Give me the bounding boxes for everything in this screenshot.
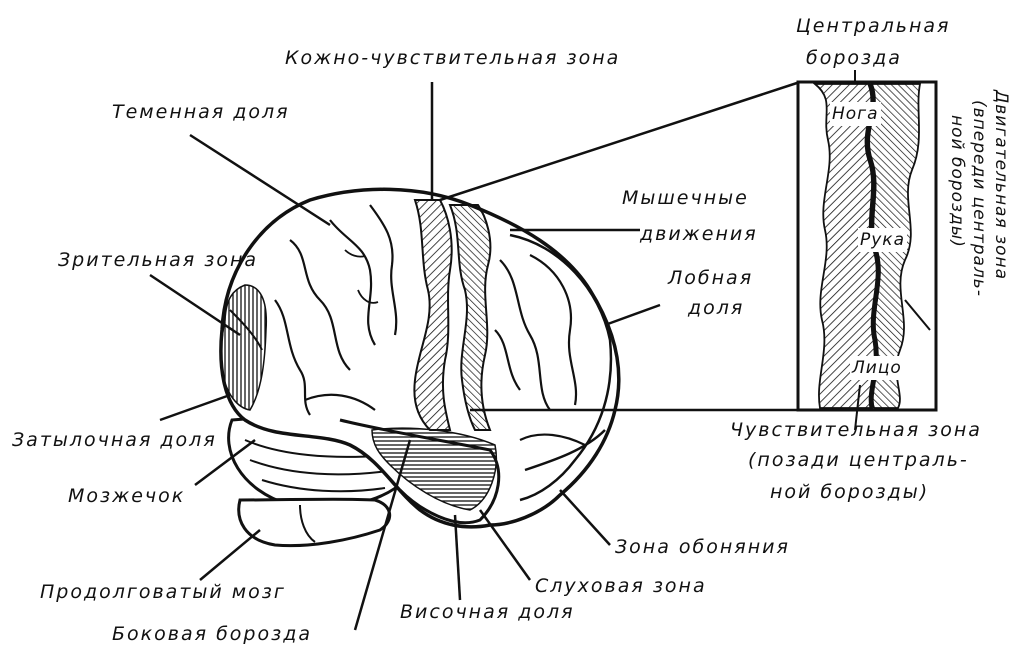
label-muscle-movement-line1: Мышечные xyxy=(622,186,749,210)
label-central-sulcus-line1: Центральная xyxy=(796,14,950,38)
label-visual-zone: Зрительная зона xyxy=(58,248,258,272)
label-motor-zone-line1: Двигательная зона xyxy=(990,90,1012,280)
label-olfactory-zone: Зона обоняния xyxy=(615,535,790,559)
label-auditory-zone: Слуховая зона xyxy=(535,574,707,598)
label-central-sulcus-line2: борозда xyxy=(806,46,902,70)
label-sensory-zone-line3: ной борозды) xyxy=(770,480,929,504)
label-sensory-zone-line2: (позади централь- xyxy=(748,448,969,472)
label-lateral-sulcus: Боковая борозда xyxy=(112,622,312,646)
label-muscle-movement-line2: движения xyxy=(640,222,758,246)
label-inset-hand: Рука xyxy=(858,228,907,252)
label-motor-zone-line3: ной борозды) xyxy=(946,115,968,248)
label-medulla: Продолговатый мозг xyxy=(40,580,286,604)
label-sensory-zone-line1: Чувствительная зона xyxy=(730,418,982,442)
label-frontal-lobe-line2: доля xyxy=(688,296,744,320)
label-parietal-lobe: Теменная доля xyxy=(112,100,290,124)
label-skin-zone: Кожно-чувствительная зона xyxy=(285,46,620,70)
medulla-shape xyxy=(239,499,390,546)
label-occipital-lobe: Затылочная доля xyxy=(12,428,217,452)
label-inset-face: Лицо xyxy=(850,356,904,380)
label-cerebellum: Мозжечок xyxy=(68,484,185,508)
label-frontal-lobe-line1: Лобная xyxy=(668,266,753,290)
label-inset-leg: Нога xyxy=(830,102,881,126)
label-motor-zone-line2: (впереди централь- xyxy=(968,100,990,297)
label-temporal-lobe: Височная доля xyxy=(400,600,575,624)
